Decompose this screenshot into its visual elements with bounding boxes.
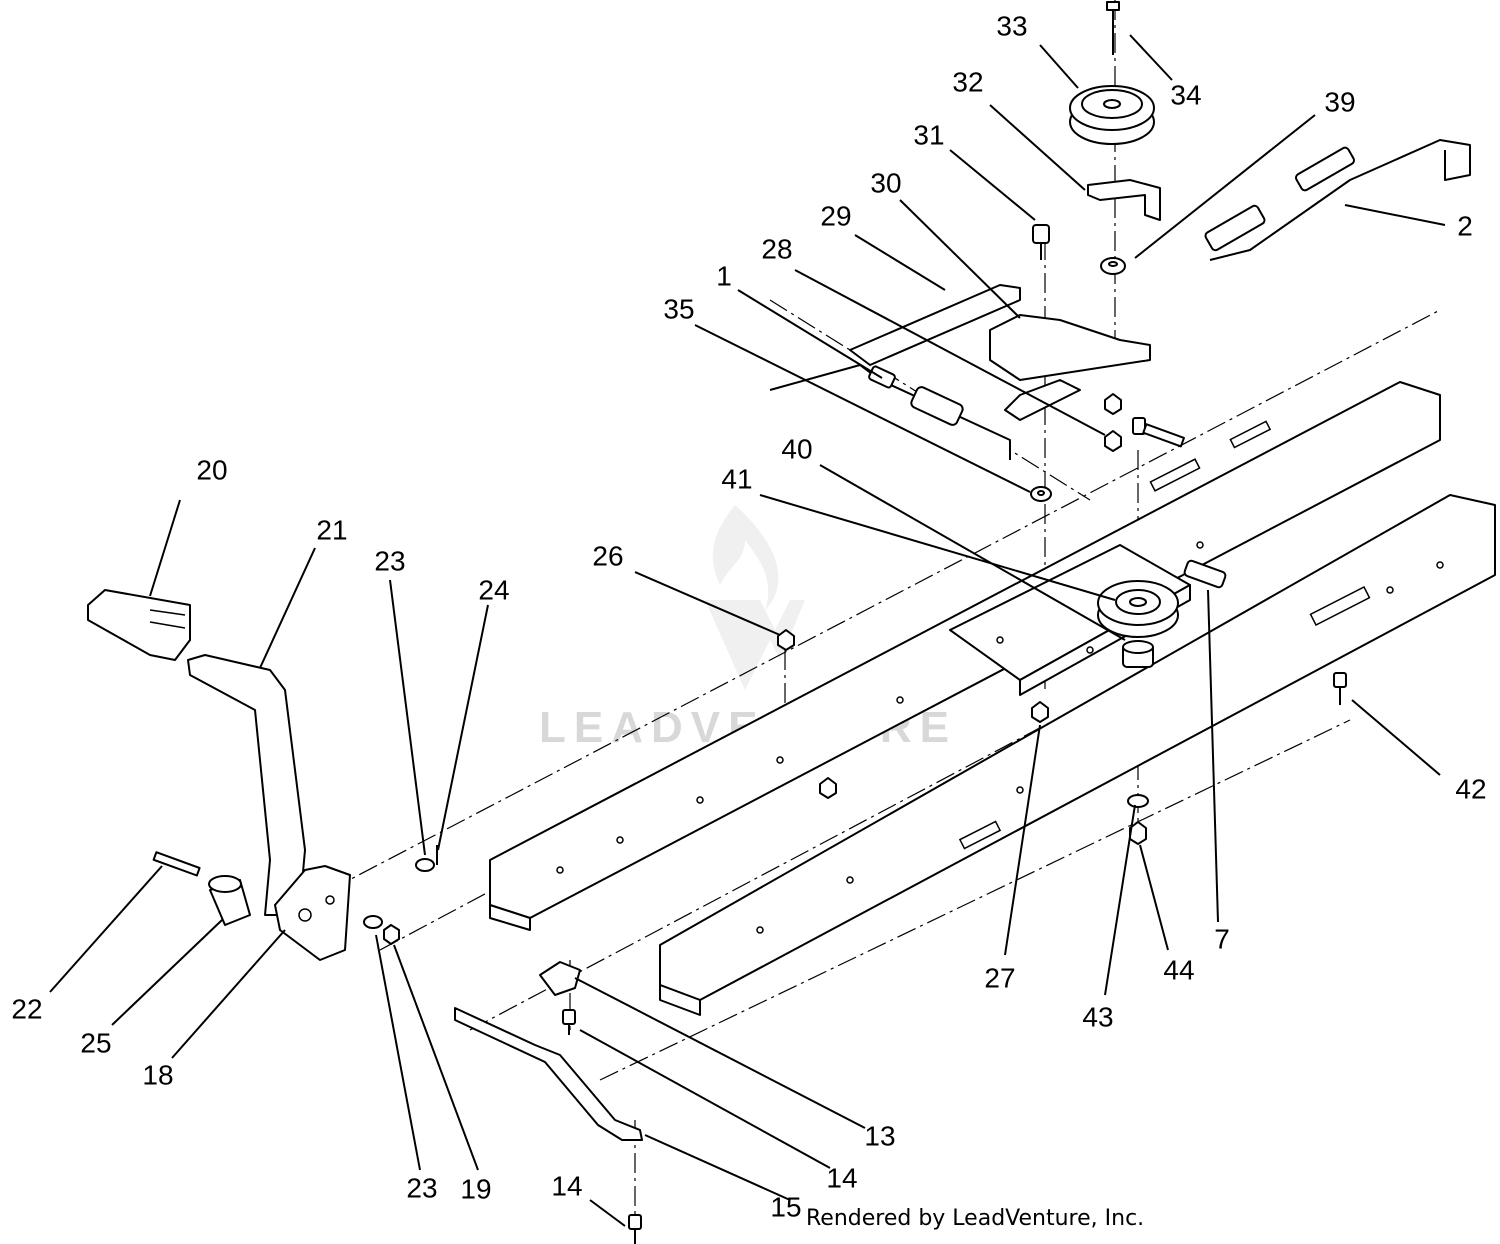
callout-18: 18 bbox=[142, 1059, 173, 1090]
spring-7 bbox=[1183, 559, 1227, 589]
idler-pulley-33 bbox=[1069, 85, 1155, 145]
nut-26 bbox=[777, 629, 795, 651]
brake-pedal-21 bbox=[187, 654, 306, 916]
bushing-25 bbox=[208, 875, 251, 926]
callout-29: 29 bbox=[820, 200, 851, 231]
spring-2 bbox=[1204, 139, 1471, 261]
callout-23-lower: 23 bbox=[406, 1172, 437, 1203]
footer-credit: Rendered by LeadVenture, Inc. bbox=[806, 1206, 1145, 1231]
idler-pulley-41 bbox=[1097, 580, 1179, 638]
bolt-22 bbox=[152, 851, 201, 877]
callout-20: 20 bbox=[196, 454, 227, 485]
spacer-40 bbox=[1122, 640, 1154, 668]
callout-13: 13 bbox=[864, 1120, 895, 1151]
bracket-32 bbox=[1087, 179, 1161, 221]
callout-31: 31 bbox=[913, 119, 944, 150]
callout-2: 2 bbox=[1457, 210, 1473, 241]
bolt-42 bbox=[1333, 672, 1347, 705]
callout-34: 34 bbox=[1170, 79, 1201, 110]
frame-rail-lower bbox=[659, 494, 1496, 1016]
nut-19 bbox=[383, 924, 400, 945]
brake-rod-15 bbox=[454, 1007, 643, 1141]
washer-35 bbox=[1030, 486, 1052, 502]
callout-24: 24 bbox=[478, 574, 509, 605]
bolt-31 bbox=[1032, 224, 1050, 260]
callout-43: 43 bbox=[1082, 1001, 1113, 1032]
callout-14: 14 bbox=[826, 1162, 857, 1193]
callout-15: 15 bbox=[770, 1191, 801, 1222]
callout-39: 39 bbox=[1324, 86, 1355, 117]
bolt-14 bbox=[562, 1009, 642, 1244]
washer-43 bbox=[1127, 794, 1149, 808]
callout-21: 21 bbox=[316, 514, 347, 545]
callout-labels: 33 34 32 39 31 30 2 29 28 1 35 40 41 26 … bbox=[11, 10, 1486, 1222]
callout-33: 33 bbox=[996, 10, 1027, 41]
spring-1 bbox=[769, 364, 1011, 460]
nut-frame bbox=[819, 777, 837, 799]
callout-42: 42 bbox=[1455, 773, 1486, 804]
callout-22: 22 bbox=[11, 993, 42, 1024]
callout-14-lower: 14 bbox=[551, 1170, 582, 1201]
callout-1: 1 bbox=[716, 260, 732, 291]
callout-32: 32 bbox=[952, 66, 983, 97]
nut-27 bbox=[1031, 701, 1049, 723]
callout-7: 7 bbox=[1214, 923, 1230, 954]
idler-arm-29 bbox=[849, 284, 1151, 421]
bolt-34 bbox=[1106, 1, 1120, 55]
callout-44: 44 bbox=[1163, 954, 1194, 985]
nut-28 bbox=[1104, 393, 1122, 452]
callout-41: 41 bbox=[721, 463, 752, 494]
callout-19: 19 bbox=[460, 1173, 491, 1204]
callout-26: 26 bbox=[592, 540, 623, 571]
washer-23 bbox=[363, 858, 435, 929]
frame-rail-upper bbox=[489, 381, 1441, 931]
callout-27: 27 bbox=[984, 962, 1015, 993]
callout-40: 40 bbox=[781, 433, 812, 464]
callout-35: 35 bbox=[663, 293, 694, 324]
watermark-logo bbox=[705, 505, 805, 690]
callout-28: 28 bbox=[761, 233, 792, 264]
pedal-pad-20 bbox=[87, 589, 191, 661]
leader-lines bbox=[49, 34, 1446, 1227]
stud-bolt bbox=[1132, 417, 1185, 448]
washer-39 bbox=[1100, 257, 1126, 275]
callout-25: 25 bbox=[80, 1027, 111, 1058]
callout-30: 30 bbox=[870, 167, 901, 198]
pedal-bracket-18 bbox=[274, 865, 351, 961]
callout-23: 23 bbox=[374, 545, 405, 576]
